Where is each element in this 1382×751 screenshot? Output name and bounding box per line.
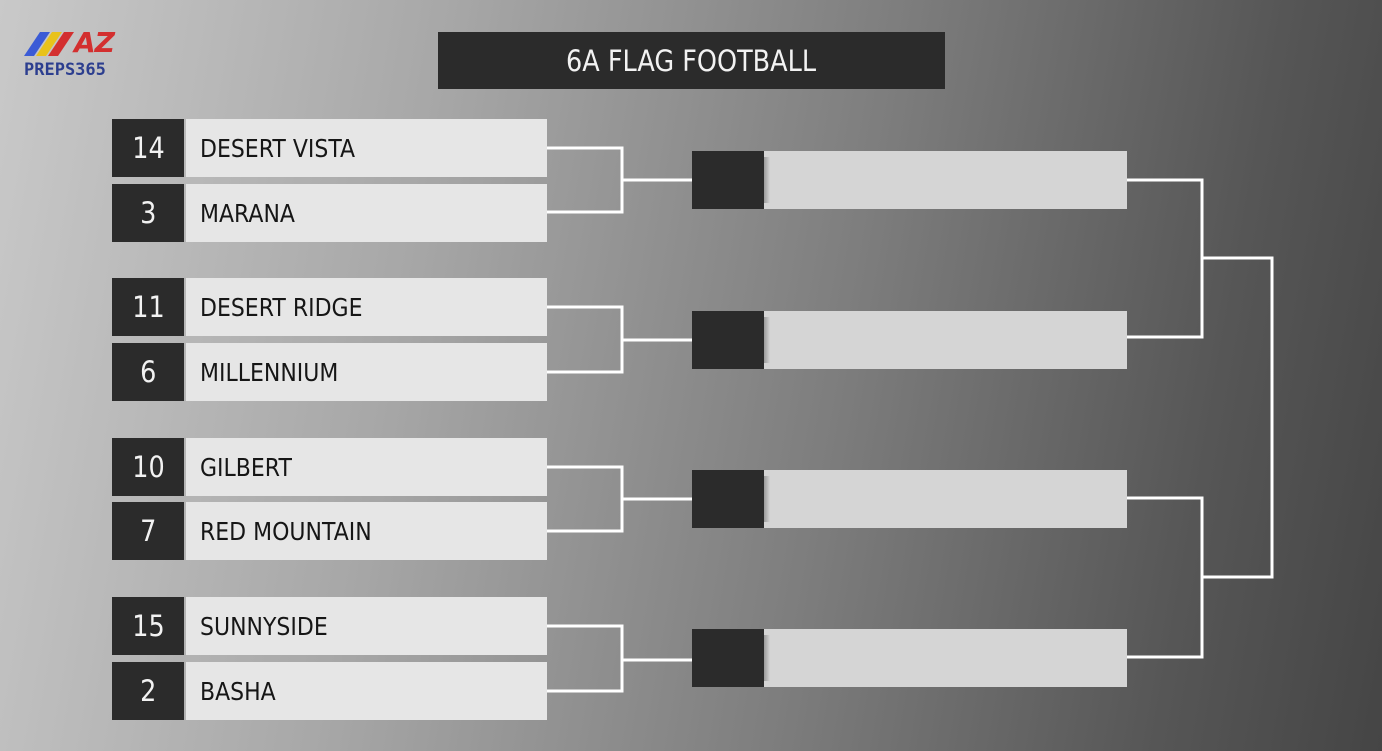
round2-seed-box	[692, 151, 764, 209]
seed-box: 2	[112, 662, 184, 720]
seed-box: 11	[112, 278, 184, 336]
azpreps365-logo: AZ PREPS365	[24, 26, 128, 82]
seed-box: 3	[112, 184, 184, 242]
team-slot: DESERT RIDGE	[186, 278, 547, 336]
team-slot: RED MOUNTAIN	[186, 502, 547, 560]
team-name: MILLENNIUM	[200, 357, 339, 387]
seed-box: 10	[112, 438, 184, 496]
seed-number: 6	[139, 355, 157, 389]
round2-seed-box	[692, 629, 764, 687]
team-name: BASHA	[200, 676, 276, 706]
connector-match-2	[547, 305, 624, 374]
round2-team-slot	[764, 629, 1127, 687]
seed-number: 3	[139, 196, 157, 230]
team-slot: GILBERT	[186, 438, 547, 496]
seed-number: 10	[131, 450, 165, 484]
seed-number: 2	[139, 674, 157, 708]
seed-box: 15	[112, 597, 184, 655]
team-slot: DESERT VISTA	[186, 119, 547, 177]
round2-team-slot	[764, 311, 1127, 369]
team-slot: MARANA	[186, 184, 547, 242]
seed-box: 14	[112, 119, 184, 177]
seed-box: 7	[112, 502, 184, 560]
round2-seed-box	[692, 470, 764, 528]
bracket-title-bar: 6A FLAG FOOTBALL	[438, 32, 945, 89]
seed-box: 6	[112, 343, 184, 401]
team-name: GILBERT	[200, 452, 292, 482]
seed-number: 15	[131, 609, 165, 643]
team-name: RED MOUNTAIN	[200, 516, 372, 546]
team-slot: MILLENNIUM	[186, 343, 547, 401]
connector-semi-2	[1127, 496, 1204, 659]
team-name: DESERT VISTA	[200, 133, 356, 163]
connector-final	[1202, 256, 1274, 579]
connector-match-3	[547, 465, 624, 533]
round2-team-slot	[764, 470, 1127, 528]
team-name: DESERT RIDGE	[200, 292, 363, 322]
connector-semi-1	[1127, 178, 1204, 339]
team-name: MARANA	[200, 198, 295, 228]
logo-preps-text: PREPS365	[24, 60, 106, 80]
logo-az-text: AZ	[74, 26, 115, 59]
connector-match-4	[547, 624, 624, 693]
team-name: SUNNYSIDE	[200, 611, 328, 641]
team-slot: BASHA	[186, 662, 547, 720]
seed-number: 14	[131, 131, 165, 165]
logo-stripes-icon	[24, 32, 74, 56]
seed-number: 11	[131, 290, 165, 324]
connector-match-1	[547, 146, 624, 214]
round2-team-slot	[764, 151, 1127, 209]
team-slot: SUNNYSIDE	[186, 597, 547, 655]
seed-number: 7	[139, 514, 157, 548]
round2-seed-box	[692, 311, 764, 369]
bracket-title: 6A FLAG FOOTBALL	[566, 43, 817, 78]
